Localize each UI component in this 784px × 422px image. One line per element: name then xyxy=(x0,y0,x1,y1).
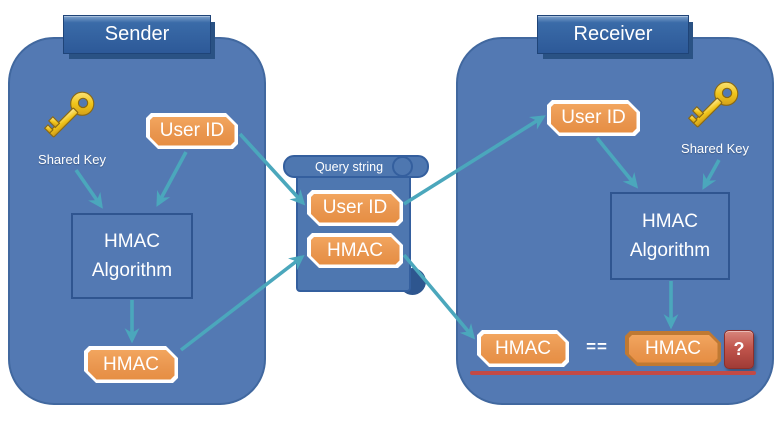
question-mark-badge: ? xyxy=(724,330,754,369)
receiver-shared-key-label: Shared Key xyxy=(681,141,749,156)
receiver-hmac-algorithm-box: HMAC Algorithm xyxy=(610,192,730,280)
sender-hmac-label: HMAC xyxy=(103,353,159,375)
receiver-user-id-tag: User ID xyxy=(547,100,640,136)
sender-key-icon xyxy=(34,80,106,152)
receiver-user-id-label: User ID xyxy=(561,107,626,128)
sender-user-id-label: User ID xyxy=(159,120,225,141)
sender-user-id-tag: User ID xyxy=(146,113,238,149)
query-hmac-label: HMAC xyxy=(327,239,383,261)
query-hmac-tag: HMAC xyxy=(307,233,403,268)
sender-hmac-tag: HMAC xyxy=(84,346,178,383)
receiver-hmac-received-tag: HMAC xyxy=(477,330,569,367)
scroll-top-curl xyxy=(392,156,413,177)
query-user-id-tag: User ID xyxy=(307,190,403,226)
sender-title: Sender xyxy=(104,23,170,45)
query-string-scroll xyxy=(296,167,411,292)
receiver-hmac-algorithm-label: HMAC Algorithm xyxy=(629,210,711,261)
receiver-title: Receiver xyxy=(573,23,653,45)
sender-hmac-algorithm-label: HMAC Algorithm xyxy=(91,230,173,281)
receiver-title-banner: Receiver xyxy=(537,15,689,54)
query-string-title: Query string xyxy=(314,159,384,174)
equals-comparison: == xyxy=(586,337,608,356)
sender-title-banner: Sender xyxy=(63,15,211,54)
receiver-hmac-computed-label: HMAC xyxy=(645,337,701,359)
sender-hmac-algorithm-box: HMAC Algorithm xyxy=(71,213,193,299)
receiver-key-icon xyxy=(678,70,750,142)
sender-shared-key-label: Shared Key xyxy=(38,152,106,167)
question-mark-label: ? xyxy=(733,339,745,359)
receiver-hmac-computed-tag: HMAC xyxy=(625,331,721,366)
comparison-underline xyxy=(470,371,756,375)
query-user-id-label: User ID xyxy=(322,197,388,218)
receiver-hmac-received-label: HMAC xyxy=(495,337,551,359)
